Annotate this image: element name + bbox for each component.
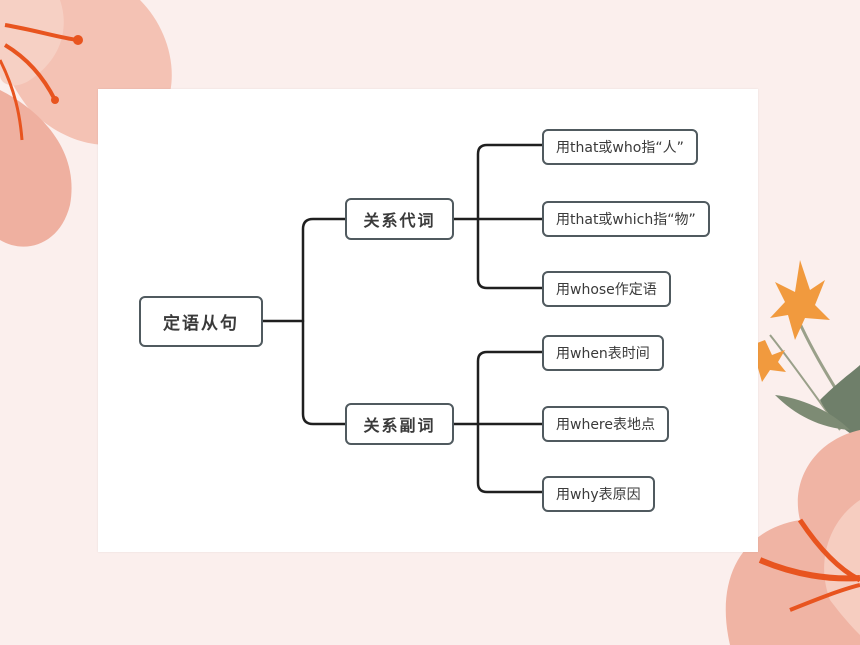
leaf-node: 用whose作定语 (542, 271, 671, 307)
connector-lines (261, 143, 544, 494)
leaf-node: 用when表时间 (542, 335, 664, 371)
bottom-right-flower (725, 430, 860, 645)
mindmap-card: 定语从句 关系代词 关系副词 用that或who指“人” 用that或which… (98, 89, 758, 552)
branch2-trunk (476, 350, 544, 494)
leaf-node: 用that或who指“人” (542, 129, 698, 165)
branch-node-relative-adverb: 关系副词 (345, 403, 454, 445)
root-trunk (301, 217, 347, 426)
leaf-node: 用where表地点 (542, 406, 669, 442)
leaf-node: 用why表原因 (542, 476, 655, 512)
branch-node-relative-pronoun: 关系代词 (345, 198, 454, 240)
leaf-node: 用that或which指“物” (542, 201, 710, 237)
right-blossoms (748, 260, 860, 440)
branch1-trunk (476, 143, 544, 290)
root-node: 定语从句 (139, 296, 263, 347)
top-left-flower (0, 0, 172, 247)
